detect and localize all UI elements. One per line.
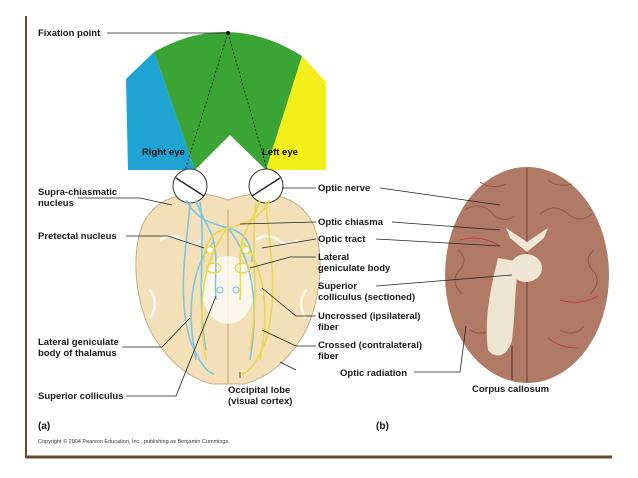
photo-colliculus <box>510 254 542 282</box>
gyrus <box>149 289 156 319</box>
left-eyeball <box>248 168 284 204</box>
binocular-visual-field <box>154 31 302 171</box>
right-eye-ray <box>175 177 205 197</box>
left-visual-field <box>266 56 326 170</box>
sightline-right <box>181 32 229 181</box>
label-sc-sectioned-1: Superior <box>318 281 357 292</box>
label-lgb-1: Lateral <box>318 252 349 263</box>
photo-sulci <box>454 179 598 334</box>
panel-label-b: (b) <box>376 421 389 432</box>
left-eye-ray <box>251 177 281 197</box>
label-left-eye: Left eye <box>262 147 298 158</box>
label-occipital-1: Occipital lobe <box>228 385 290 396</box>
label-optic-tract: Optic tract <box>318 234 366 245</box>
label-suprachiasmatic-1: Supra-chiasmatic <box>38 187 117 198</box>
label-superior-colliculus: Superior colliculus <box>38 391 124 402</box>
label-crossed-1: Crossed (contralateral) <box>318 340 422 351</box>
right-eyeball <box>172 168 208 204</box>
label-lgn-thalamus-2: body of thalamus <box>38 348 117 359</box>
superior-colliculus-right <box>216 286 224 294</box>
photo-optic-chiasma <box>506 228 548 252</box>
brainstem-area <box>202 256 254 324</box>
brain-photo <box>445 167 609 383</box>
label-lgb-2: geniculate body <box>318 263 391 274</box>
label-occipital-2: (visual cortex) <box>228 396 292 407</box>
lateral-geniculate-right <box>206 262 222 274</box>
lateral-geniculate-left <box>234 262 250 274</box>
blue-fibers <box>182 199 255 375</box>
gyrus <box>159 235 203 245</box>
fixation-dot <box>226 31 230 35</box>
superior-colliculus-left <box>232 286 240 294</box>
label-corpus-callosum: Corpus callosum <box>472 384 549 395</box>
right-visual-field <box>126 52 195 170</box>
label-sc-sectioned-2: colliculus (sectioned) <box>318 292 415 303</box>
copyright-notice: Copyright © 2004 Pearson Education, Inc.… <box>38 438 230 445</box>
brain-schematic <box>135 168 321 385</box>
leader-lines <box>78 32 513 397</box>
label-uncrossed-1: Uncrossed (ipsilateral) <box>318 311 420 322</box>
visual-field <box>126 31 326 181</box>
pretectal-nucleus-right <box>205 245 215 255</box>
label-lgn-thalamus-1: Lateral geniculate <box>38 337 119 348</box>
label-fixation-point: Fixation point <box>38 28 101 39</box>
yellow-fibers <box>201 199 274 375</box>
label-uncrossed-2: fiber <box>318 322 339 333</box>
label-optic-radiation: Optic radiation <box>340 368 407 379</box>
label-optic-chiasma: Optic chiasma <box>318 217 384 228</box>
photo-vessels <box>459 237 599 349</box>
panel-label-a: (a) <box>38 421 50 432</box>
label-pretectal: Pretectal nucleus <box>38 231 117 242</box>
pretectal-nucleus-left <box>241 245 251 255</box>
sightline-left <box>227 32 271 181</box>
label-suprachiasmatic-2: nucleus <box>38 198 74 209</box>
label-optic-nerve: Optic nerve <box>318 183 370 194</box>
label-right-eye: Right eye <box>142 147 185 158</box>
photo-corpus-callosum <box>486 258 520 356</box>
field-gap <box>195 135 266 170</box>
label-crossed-2: fiber <box>318 351 339 362</box>
